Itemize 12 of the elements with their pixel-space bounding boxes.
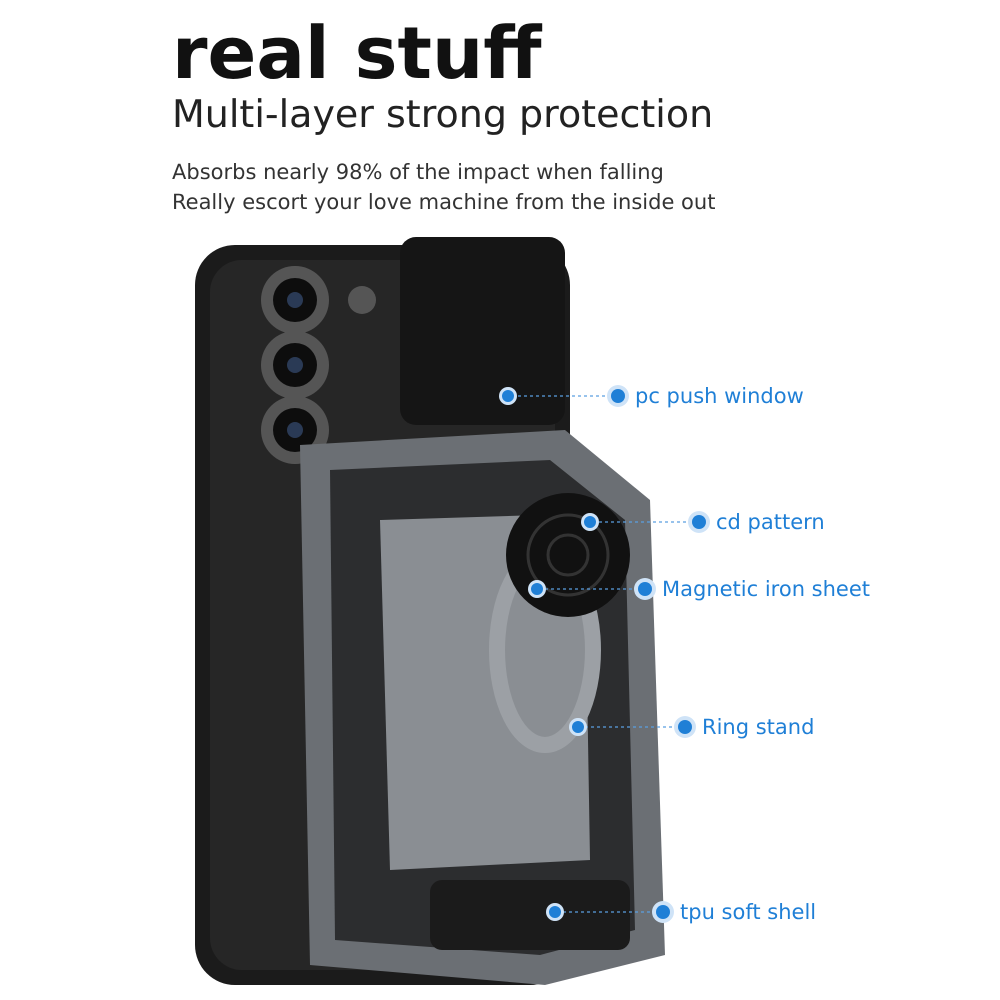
callout-text: Ring stand <box>702 715 814 739</box>
callout-text: pc push window <box>635 384 804 408</box>
description-text: Absorbs nearly 98% of the impact when falling <box>172 159 664 186</box>
description-text: Really escort your love machine from the inside out <box>172 189 716 216</box>
part-marker-dot <box>502 390 514 402</box>
callout-text: tpu soft shell <box>680 900 816 924</box>
callout-text: Magnetic iron sheet <box>662 577 870 601</box>
callout-text: cd pattern <box>716 510 825 534</box>
part-marker-dot <box>584 516 596 528</box>
part-marker-dot <box>531 583 543 595</box>
part-marker-dot <box>572 721 584 733</box>
part-marker-dot <box>549 906 561 918</box>
